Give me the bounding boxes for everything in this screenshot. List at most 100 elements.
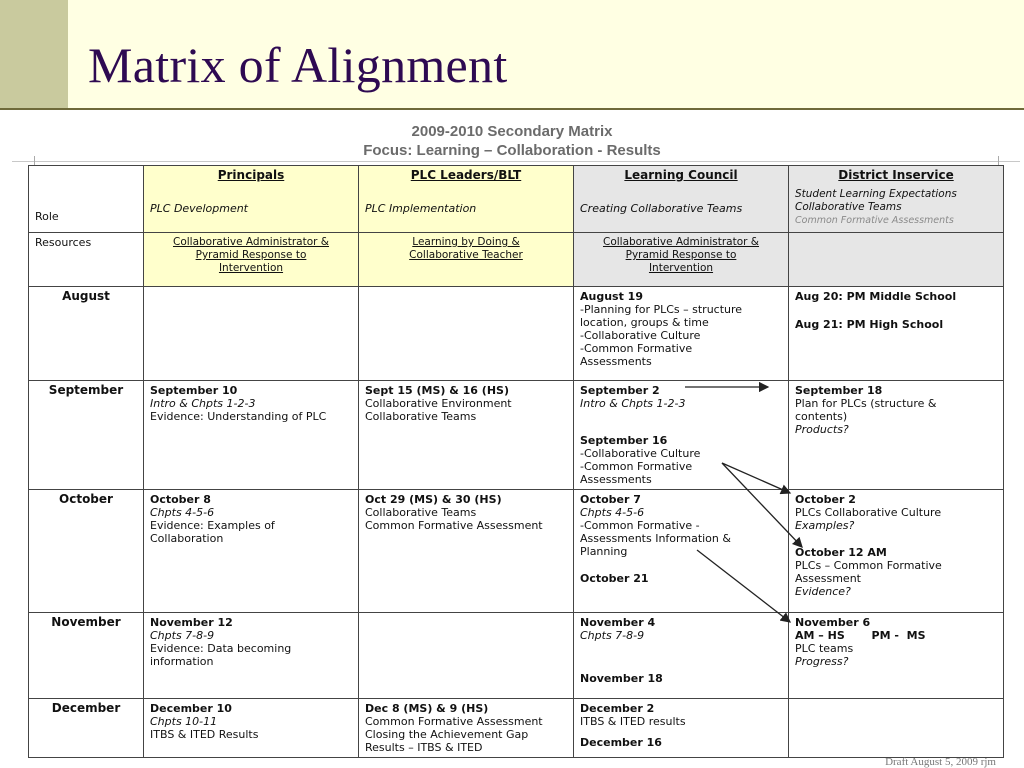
event-line: Collaborative Teams (365, 506, 477, 519)
row-label-text: Role (35, 210, 59, 223)
event-date: September 10 (150, 384, 238, 397)
event-chapters: Chpts 7-8-9 (580, 629, 645, 642)
event-question: Evidence? (795, 585, 851, 598)
event-date: November 4 (580, 616, 656, 629)
plc-resources: Learning by Doing & Collaborative Teache… (358, 232, 574, 287)
event-line: Evidence: Examples of (150, 519, 275, 532)
event-chapters: Chpts 10-11 (150, 715, 218, 728)
learning-council-role: Creating Collaborative Teams (580, 202, 743, 215)
column-header-learning-council: Learning Council (624, 168, 738, 182)
august-principals (143, 286, 359, 381)
september-district: September 18 Plan for PLCs (structure & … (788, 380, 1004, 490)
event-line: Evidence: Data becoming (150, 642, 292, 655)
august-plc (358, 286, 574, 381)
resources-row: Resources Collaborative Administrator & … (28, 232, 1004, 287)
learning-council-resources: Collaborative Administrator & Pyramid Re… (573, 232, 789, 287)
september-plc: Sept 15 (MS) & 16 (HS) Collaborative Env… (358, 380, 574, 490)
event-date: Oct 29 (MS) & 30 (HS) (365, 493, 502, 506)
event-line: Results – ITBS & ITED (365, 741, 483, 754)
event-line: -Planning for PLCs – structure (580, 303, 743, 316)
left-accent-strip (0, 0, 68, 110)
event-line: Common Formative Assessment (365, 519, 543, 532)
district-role-line: Student Learning Expectations (795, 188, 957, 200)
december-principals: December 10 Chpts 10-11 ITBS & ITED Resu… (143, 698, 359, 758)
page-ruler (12, 161, 1020, 162)
event-line: -Collaborative Culture (580, 329, 701, 342)
august-learning-council: August 19 -Planning for PLCs – structure… (573, 286, 789, 381)
event-line: -Common Formative (580, 460, 693, 473)
december-learning-council: December 2 ITBS & ITED results December … (573, 698, 789, 758)
document-title: 2009-2010 Secondary Matrix Focus: Learni… (0, 122, 1024, 160)
november-learning-council: November 4 Chpts 7-8-9 November 18 (573, 612, 789, 699)
event-line: location, groups & time (580, 316, 709, 329)
plc-role: PLC Implementation (365, 202, 477, 215)
month-row-november: November November 12 Chpts 7-8-9 Evidenc… (28, 612, 1004, 699)
event-line: ITBS & ITED Results (150, 728, 259, 741)
slide-title: Matrix of Alignment (88, 37, 508, 93)
december-plc: Dec 8 (MS) & 9 (HS) Common Formative Ass… (358, 698, 574, 758)
event-date: Aug 20: PM Middle School (795, 290, 957, 303)
document-image: 2009-2010 Secondary Matrix Focus: Learni… (0, 110, 1024, 768)
event-date: October 21 (580, 572, 649, 585)
month-label-december: December (28, 698, 144, 758)
event-date: August 19 (580, 290, 643, 303)
event-line: -Common Formative - (580, 519, 700, 532)
event-date: October 2 (795, 493, 856, 506)
district-header-cell: District Inservice Student Learning Expe… (788, 165, 1004, 233)
resource-line: Intervention (218, 262, 284, 274)
event-line: Collaborative Teams (365, 410, 477, 423)
event-question: Examples? (795, 519, 855, 532)
event-date: October 12 AM (795, 546, 887, 559)
month-label-october: October (28, 489, 144, 613)
secondary-matrix-table: Role Principals PLC Development PLC Lead… (28, 165, 1004, 758)
september-principals: September 10 Intro & Chpts 1-2-3 Evidenc… (143, 380, 359, 490)
event-date: Aug 21: PM High School (795, 318, 944, 331)
event-line: Collaborative Environment (365, 397, 512, 410)
event-date: December 10 (150, 702, 232, 715)
event-date: December 2 (580, 702, 655, 715)
row-label-role: Role (28, 165, 144, 233)
district-resources (788, 232, 1004, 287)
event-line: ITBS & ITED results (580, 715, 686, 728)
month-label-august: August (28, 286, 144, 381)
event-line: Common Formative Assessment (365, 715, 543, 728)
district-role-line: Collaborative Teams (795, 201, 902, 213)
event-chapters: Intro & Chpts 1-2-3 (580, 397, 686, 410)
october-district: October 2 PLCs Collaborative Culture Exa… (788, 489, 1004, 613)
event-line: PLCs – Common Formative (795, 559, 942, 572)
event-date: Sept 15 (MS) & 16 (HS) (365, 384, 509, 397)
principals-resources: Collaborative Administrator & Pyramid Re… (143, 232, 359, 287)
november-plc (358, 612, 574, 699)
principals-role: PLC Development (150, 202, 248, 215)
event-line: -Common Formative (580, 342, 693, 355)
event-line: Closing the Achievement Gap (365, 728, 529, 741)
resource-line: Pyramid Response to (625, 249, 737, 261)
event-line: Assessment (795, 572, 861, 585)
column-header-district-inservice: District Inservice (838, 168, 954, 182)
event-chapters: Chpts 4-5-6 (150, 506, 215, 519)
event-line: Plan for PLCs (structure & (795, 397, 937, 410)
event-date: September 18 (795, 384, 883, 397)
ruler-tick (34, 156, 35, 166)
column-header-plc-leaders: PLC Leaders/BLT (410, 168, 522, 182)
resource-line: Intervention (648, 262, 714, 274)
role-row: Role Principals PLC Development PLC Lead… (28, 165, 1004, 233)
row-label-resources: Resources (28, 232, 144, 287)
month-row-october: October October 8 Chpts 4-5-6 Evidence: … (28, 489, 1004, 613)
resource-line: Pyramid Response to (195, 249, 307, 261)
district-role-gray: Common Formative Assessments (795, 215, 954, 226)
event-date: October 7 (580, 493, 641, 506)
document-title-line1: 2009-2010 Secondary Matrix (411, 123, 613, 140)
event-line: information (150, 655, 214, 668)
month-row-december: December December 10 Chpts 10-11 ITBS & … (28, 698, 1004, 758)
event-line: PLCs Collaborative Culture (795, 506, 942, 519)
draft-note: Draft August 5, 2009 rjm (885, 756, 996, 768)
event-date: September 16 (580, 434, 668, 447)
november-principals: November 12 Chpts 7-8-9 Evidence: Data b… (143, 612, 359, 699)
event-date: November 18 (580, 672, 663, 685)
resource-line: Collaborative Teacher (409, 249, 523, 261)
event-date: Dec 8 (MS) & 9 (HS) (365, 702, 489, 715)
column-header-principals: Principals (217, 168, 285, 182)
ruler-tick (998, 156, 999, 166)
event-line: Evidence: Understanding of PLC (150, 410, 327, 423)
